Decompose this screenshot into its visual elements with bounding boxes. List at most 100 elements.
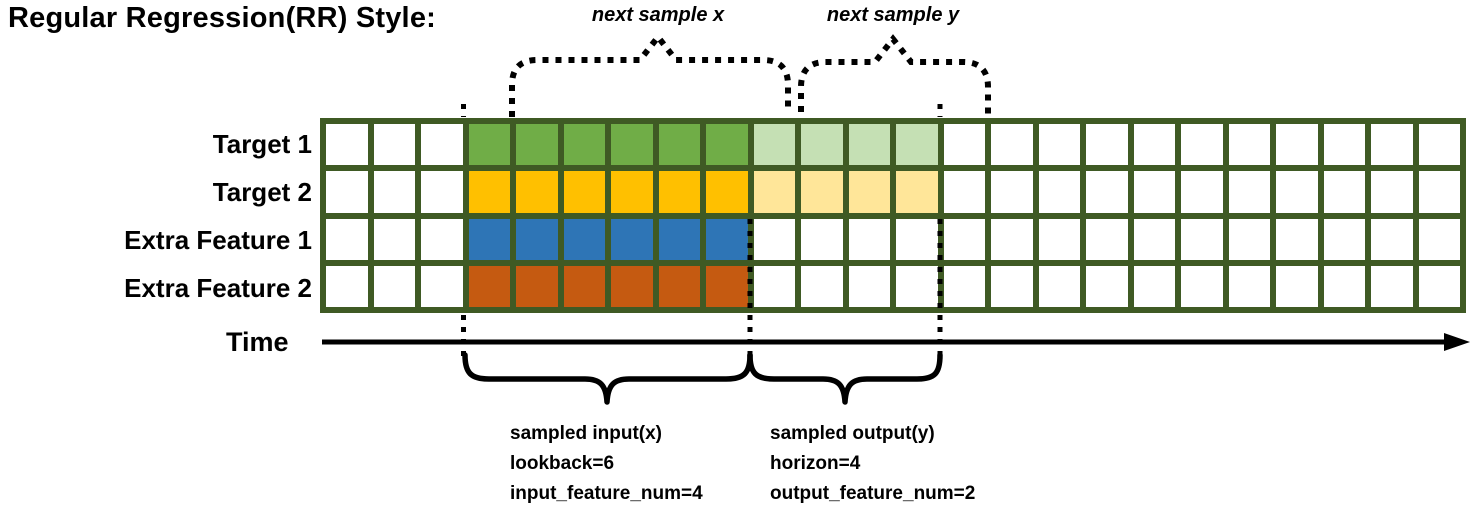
grid-cell — [611, 171, 653, 213]
sampled-input-title: sampled input(x) — [510, 423, 663, 444]
grid-cell — [1323, 265, 1365, 307]
time-axis-label: Time — [226, 327, 289, 357]
grid-cell — [1276, 124, 1318, 166]
grid-cell — [1323, 218, 1365, 260]
grid-cell — [991, 124, 1033, 166]
grid-cell — [1133, 124, 1175, 166]
grid-cell — [1038, 218, 1080, 260]
grid-cell — [373, 124, 415, 166]
grid-cell — [468, 124, 510, 166]
grid-cell — [421, 265, 463, 307]
grid-cell — [468, 218, 510, 260]
grid-cell — [896, 124, 938, 166]
grid-cell — [706, 265, 748, 307]
grid-cell — [373, 218, 415, 260]
grid-cell — [1371, 265, 1413, 307]
grid-cell — [658, 265, 700, 307]
grid-cell — [896, 265, 938, 307]
grid-cell — [421, 218, 463, 260]
grid-cell — [563, 171, 605, 213]
grid-cell — [801, 218, 843, 260]
grid-cell — [658, 171, 700, 213]
sampled-output-annotation: sampled output(y) horizon=4 output_featu… — [770, 419, 975, 509]
grid-cell — [991, 265, 1033, 307]
grid-cell — [1276, 265, 1318, 307]
grid-cell — [848, 218, 890, 260]
grid-cell — [611, 124, 653, 166]
grid-cell — [943, 171, 985, 213]
grid-cell — [468, 265, 510, 307]
grid-cell — [1228, 218, 1270, 260]
grid-cell — [1418, 265, 1460, 307]
grid-cell — [1418, 171, 1460, 213]
sampled-input-brace — [462, 352, 753, 405]
grid-cell — [1371, 218, 1413, 260]
grid-cell — [753, 218, 795, 260]
grid-cell — [1323, 124, 1365, 166]
grid-cell — [1086, 171, 1128, 213]
sample-grid — [320, 118, 1466, 313]
grid-cell — [1371, 171, 1413, 213]
next-sample-x-brace — [509, 32, 791, 117]
grid-cell — [516, 171, 558, 213]
grid-cell — [658, 218, 700, 260]
grid-cell — [468, 171, 510, 213]
output-feature-num-value: output_feature_num=2 — [770, 483, 976, 504]
row-label-target-2: Target 2 — [212, 177, 312, 207]
grid-cell — [1228, 265, 1270, 307]
next-sample-y-brace — [798, 34, 991, 114]
grid-cell — [991, 171, 1033, 213]
grid-cell — [1181, 171, 1223, 213]
grid-cell — [1133, 171, 1175, 213]
grid-cell — [326, 171, 368, 213]
grid-cell — [1038, 171, 1080, 213]
grid-cell — [421, 124, 463, 166]
grid-cell — [421, 171, 463, 213]
row-label-target-1: Target 1 — [212, 129, 312, 159]
grid-cell — [1228, 124, 1270, 166]
grid-cell — [516, 265, 558, 307]
sampled-output-brace — [747, 352, 943, 405]
grid-cell — [801, 265, 843, 307]
grid-cell — [1276, 218, 1318, 260]
grid-cell — [706, 124, 748, 166]
grid-cell — [943, 218, 985, 260]
grid-cell — [1038, 124, 1080, 166]
next-sample-y-label: next sample y — [826, 4, 960, 26]
grid-cell — [1038, 265, 1080, 307]
grid-cell — [848, 171, 890, 213]
grid-cell — [706, 171, 748, 213]
grid-cell — [563, 265, 605, 307]
grid-cell — [1181, 265, 1223, 307]
grid-cell — [326, 265, 368, 307]
grid-cell — [373, 265, 415, 307]
grid-cell — [991, 218, 1033, 260]
grid-cell — [753, 171, 795, 213]
grid-cell — [1418, 124, 1460, 166]
grid-cell — [1086, 265, 1128, 307]
grid-cell — [1133, 218, 1175, 260]
grid-cell — [706, 218, 748, 260]
grid-cell — [326, 218, 368, 260]
time-axis-arrowhead-icon — [1444, 333, 1470, 351]
grid-cell — [1228, 171, 1270, 213]
lookback-value: lookback=6 — [510, 453, 615, 474]
grid-cell — [1323, 171, 1365, 213]
input-feature-num-value: input_feature_num=4 — [510, 483, 703, 504]
row-label-extra-feature-2: Extra Feature 2 — [124, 273, 312, 303]
grid-cell — [753, 124, 795, 166]
diagram-title: Regular Regression(RR) Style: — [8, 2, 436, 34]
grid-cell — [611, 265, 653, 307]
grid-cell — [1276, 171, 1318, 213]
grid-cell — [563, 218, 605, 260]
grid-cell — [1086, 218, 1128, 260]
grid-cell — [943, 124, 985, 166]
grid-cell — [801, 171, 843, 213]
grid-cell — [943, 265, 985, 307]
grid-cell — [848, 124, 890, 166]
grid-cell — [1086, 124, 1128, 166]
grid-cell — [658, 124, 700, 166]
grid-cell — [373, 171, 415, 213]
grid-cell — [753, 265, 795, 307]
